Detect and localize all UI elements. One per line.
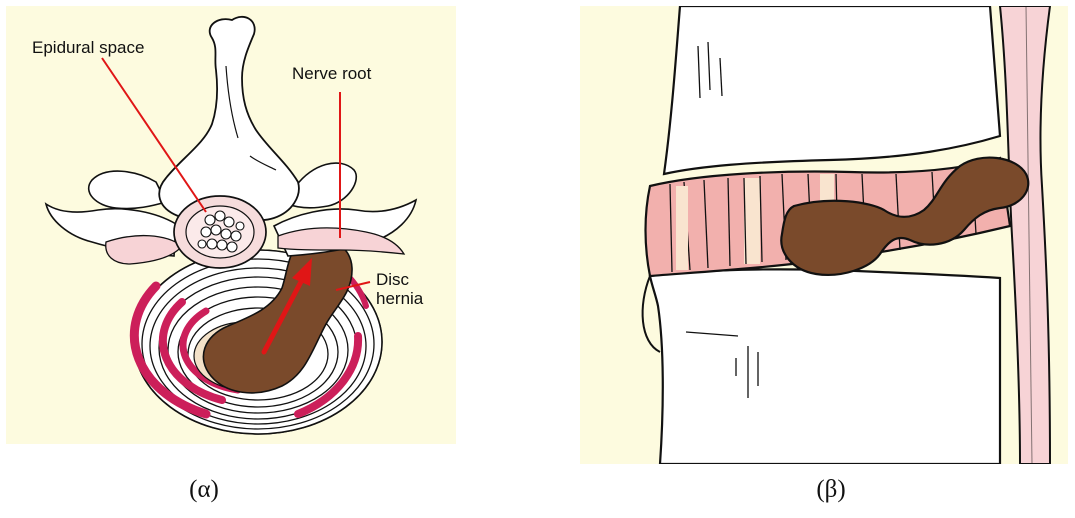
label-disc: Disc [376, 270, 409, 289]
label-nerve-root: Nerve root [292, 64, 371, 83]
caption-alpha: (α) [164, 476, 244, 504]
figure-b-panel [580, 6, 1068, 464]
disc-side-diagram [580, 6, 1068, 464]
figure-a-panel: Epidural space Nerve root Disc hernia [6, 6, 456, 444]
spinal-nerve-strip [1000, 6, 1050, 464]
caption-beta: (β) [791, 476, 871, 504]
lower-vertebra [650, 269, 1000, 464]
left-nerve-sheath [106, 236, 182, 264]
upper-vertebra [664, 6, 1000, 174]
spinous-process [159, 17, 299, 220]
vertebra-axial-diagram [6, 6, 456, 444]
label-epidural-space: Epidural space [32, 38, 144, 57]
label-hernia: hernia [376, 289, 423, 308]
left-facet [89, 171, 166, 208]
